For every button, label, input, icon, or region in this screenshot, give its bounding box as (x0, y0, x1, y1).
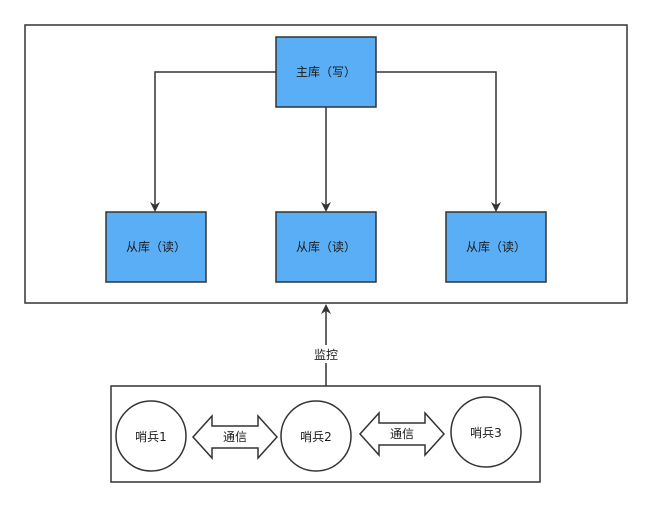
sentinel-node-circle (450, 396, 522, 468)
master-node-box (275, 36, 377, 108)
slave-node-box (445, 211, 547, 283)
sentinel-node-2: 哨兵2 (280, 400, 352, 472)
double-arrow-shape (191, 414, 279, 460)
slave-node-box (275, 211, 377, 283)
sentinel-node-circle (280, 400, 352, 472)
monitor-label-bg (306, 345, 346, 363)
connector-master-slave1 (150, 71, 276, 212)
master-node-label: 主库（写） (296, 64, 356, 79)
sentinel-node-label: 哨兵1 (135, 429, 167, 444)
double-arrow-shape (358, 411, 446, 457)
communication-label: 通信 (223, 430, 247, 444)
sentinel-node-3: 哨兵3 (450, 396, 522, 468)
monitor-label: 监控 (314, 348, 338, 362)
slave-node-2: 从库（读） (275, 211, 377, 283)
sentinel-node-label: 哨兵3 (470, 425, 502, 440)
slave-node-3: 从库（读） (445, 211, 547, 283)
replication-connectors (150, 71, 501, 212)
slave-node-box (105, 211, 207, 283)
communication-arrow-1: 通信 (191, 414, 279, 460)
communication-label: 通信 (390, 427, 414, 441)
slave-node-1: 从库（读） (105, 211, 207, 283)
slave-node-label: 从库（读） (296, 239, 356, 254)
sentinel-node-label: 哨兵2 (300, 429, 332, 444)
master-node: 主库（写） (275, 36, 377, 108)
connector-master-slave3 (376, 71, 501, 212)
monitor-connector: 监控 (306, 304, 346, 400)
communication-arrow-2: 通信 (358, 411, 446, 457)
sentinel-node-circle (115, 400, 187, 472)
sentinel-node-1: 哨兵1 (115, 400, 187, 472)
slave-node-label: 从库（读） (466, 239, 526, 254)
slave-node-label: 从库（读） (126, 239, 186, 254)
